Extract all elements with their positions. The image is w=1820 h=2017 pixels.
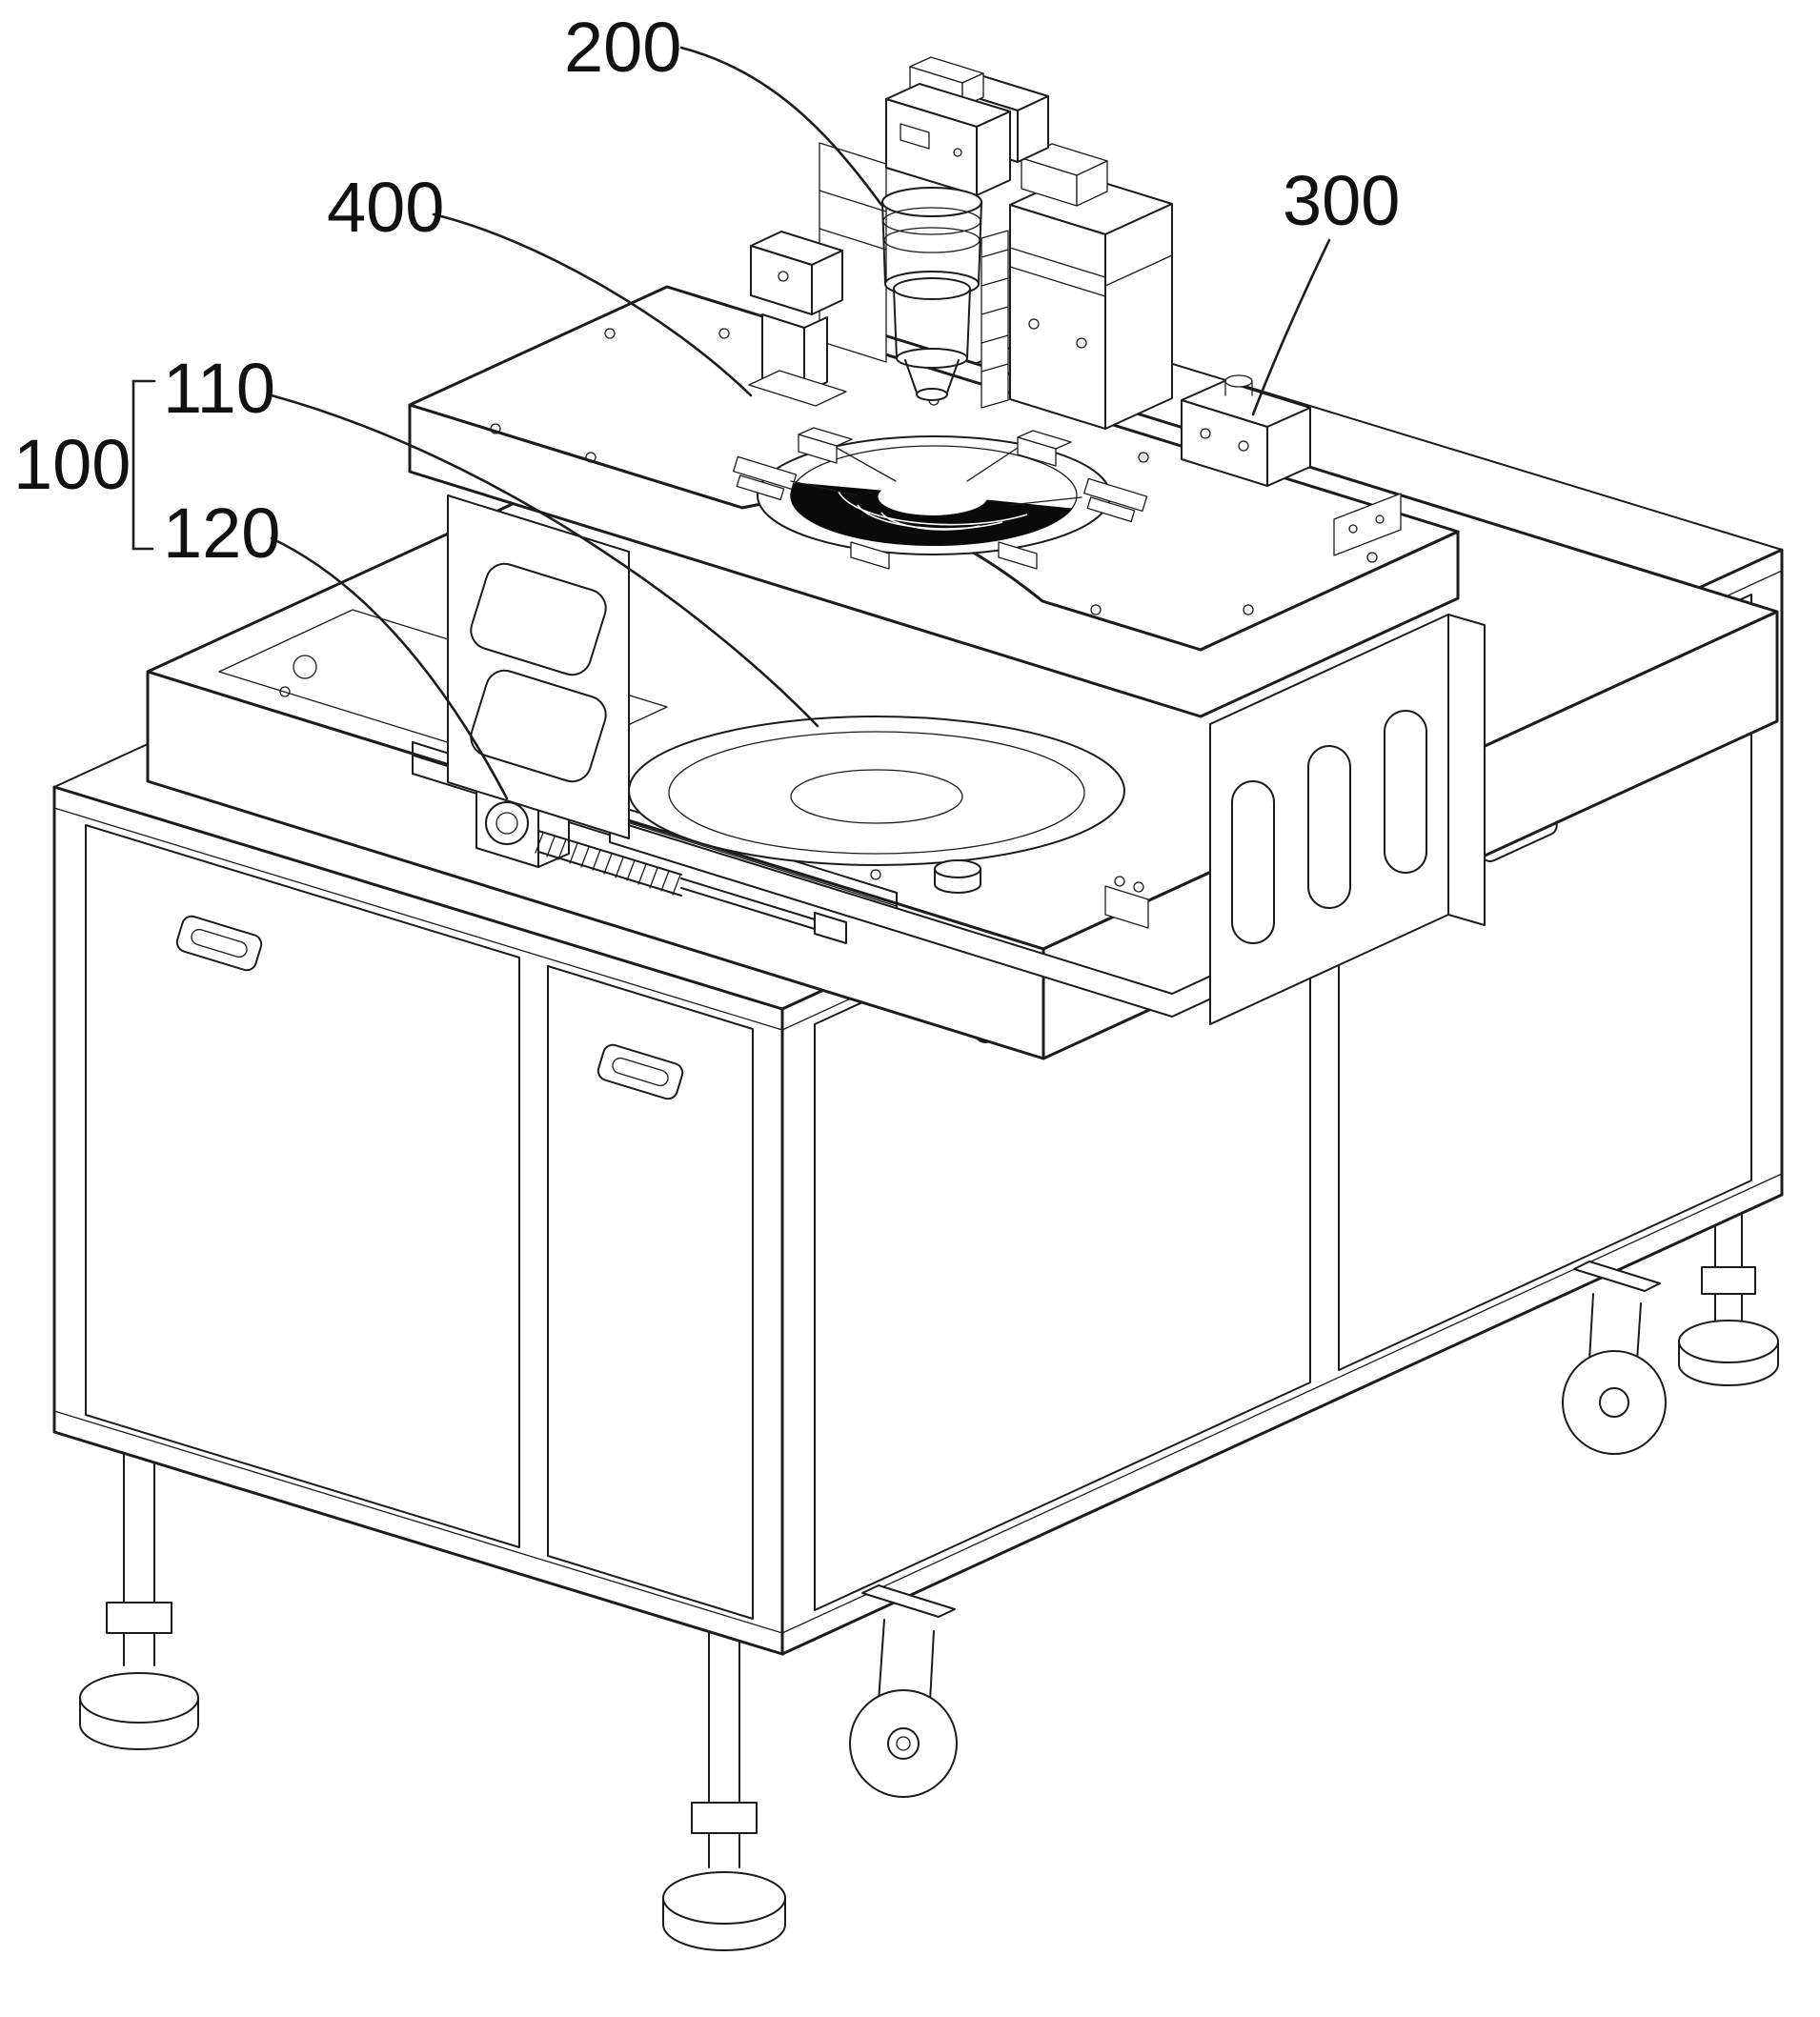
- column-return-face: [1447, 614, 1486, 926]
- optical-column: [881, 56, 1011, 401]
- leader-line-400: [432, 212, 753, 397]
- tower-side: [1104, 203, 1173, 430]
- actuator-base-flange: [748, 370, 847, 407]
- z-axis-tower: [1009, 143, 1173, 430]
- foot-pad-top: [1678, 1320, 1779, 1363]
- reference-label-400: 400: [327, 168, 444, 247]
- foot-nut: [106, 1602, 172, 1634]
- door-handle-front-right: [597, 1043, 684, 1100]
- leader-line-110: [270, 393, 819, 728]
- cabinet-front-base-line: [53, 1410, 783, 1634]
- column-window-lower: [470, 669, 607, 783]
- foot-nut: [1701, 1266, 1756, 1295]
- probe-block: [850, 541, 890, 570]
- slab-bore-hole: [293, 655, 317, 679]
- leveling-foot-right: [1678, 1213, 1779, 1386]
- lead-screw: [535, 830, 847, 944]
- caster-hub: [1599, 1387, 1629, 1418]
- instrument-cluster: [733, 56, 1402, 570]
- foot-pad-top: [79, 1672, 199, 1724]
- screw-end-block: [814, 912, 847, 944]
- rotary-stage: [628, 716, 1125, 894]
- reference-label-200: 200: [564, 8, 681, 87]
- column-window-upper: [470, 562, 607, 676]
- xy-linear-stage: [412, 716, 1339, 1018]
- side-module-300: [1181, 374, 1311, 487]
- reference-label-120: 120: [163, 494, 280, 573]
- handle-slot: [612, 1057, 669, 1087]
- cabinet-front-door-left: [85, 824, 520, 1548]
- caster-front: [849, 1584, 958, 1798]
- foot-pad-top: [662, 1871, 786, 1925]
- camera-body-side: [976, 111, 1011, 196]
- tower-front: [1009, 204, 1106, 430]
- handle-slot: [191, 928, 248, 958]
- objective-lens-tip: [916, 388, 948, 401]
- bracket-100: [131, 379, 156, 551]
- probe-block: [998, 541, 1038, 570]
- reference-labels: 200 400 300 110 120 100: [13, 8, 1400, 800]
- z-slide-plate: [981, 230, 1009, 409]
- slab-clamp: [1104, 876, 1149, 929]
- gantry-right-column: [1209, 614, 1486, 1025]
- bearing-bore: [485, 801, 529, 845]
- foot-nut: [691, 1802, 758, 1834]
- rotary-disc: [628, 716, 1125, 866]
- probe-block: [798, 434, 838, 464]
- column-slot-1: [1231, 780, 1275, 944]
- column-slot-2: [1307, 745, 1351, 909]
- left-actuator-tower: [748, 231, 847, 407]
- door-handle-front-left: [175, 915, 263, 972]
- leveling-foot-front: [662, 1630, 786, 1951]
- cabinet-right-base-line: [781, 1173, 1783, 1634]
- slab-sub-plate: [218, 609, 668, 770]
- column-slot-3: [1384, 710, 1427, 874]
- caster-plate: [1573, 1261, 1661, 1292]
- reference-label-100: 100: [13, 425, 131, 504]
- caster-hub: [887, 1727, 920, 1760]
- cabinet-front-frame-line: [53, 807, 783, 1031]
- leader-line-200: [679, 46, 883, 207]
- leveling-foot-left: [79, 1453, 199, 1750]
- reference-label-110: 110: [163, 349, 275, 428]
- cabinet-front-door-right: [547, 965, 754, 1620]
- support-feet: [79, 1213, 1779, 1951]
- leader-line-120: [270, 536, 509, 800]
- wafer-dark-sector: [790, 482, 1073, 547]
- leader-line-300: [1251, 238, 1331, 416]
- probe-block: [1017, 436, 1057, 467]
- caster-right: [1562, 1261, 1667, 1455]
- caster-plate: [861, 1584, 956, 1618]
- micro-stage-right: [1083, 477, 1148, 523]
- wafer-stage-400: [733, 427, 1148, 570]
- gantry-left-column: [447, 494, 630, 839]
- rotary-knob: [934, 859, 981, 894]
- right-bracket: [1333, 493, 1402, 556]
- reference-label-300: 300: [1283, 161, 1400, 240]
